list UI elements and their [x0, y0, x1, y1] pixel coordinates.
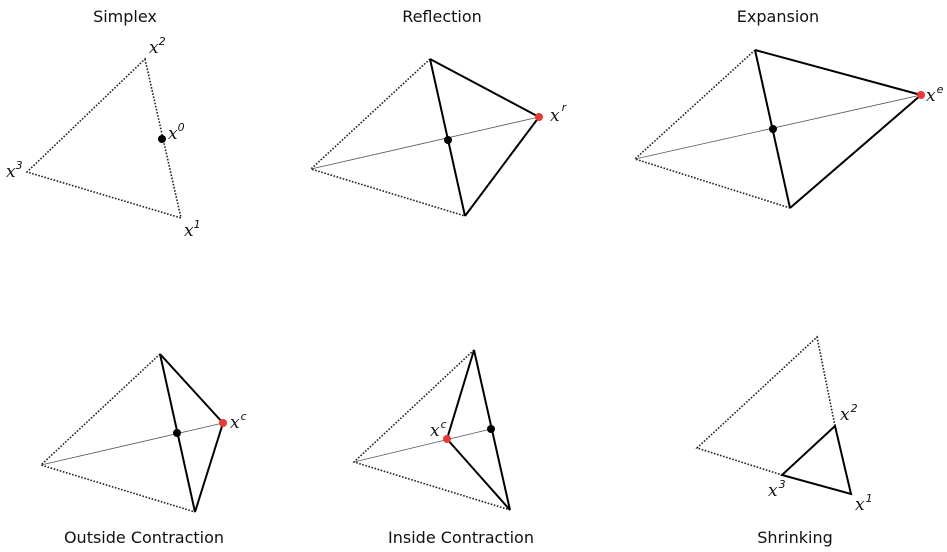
original-edges: [633, 49, 791, 209]
label-x2: x2: [840, 402, 858, 425]
contraction-ray: [353, 428, 492, 463]
centroid-point: [158, 135, 166, 143]
panel-title-expansion: Expansion: [737, 7, 819, 26]
centroid-point: [487, 425, 495, 433]
label-x2: x2: [149, 35, 166, 58]
original-edges: [695, 335, 836, 476]
label-x1: x1: [184, 218, 201, 241]
reflected-edge-top: [429, 58, 540, 118]
simplex-triangle: [25, 57, 183, 220]
panel-title-shrinking: Shrinking: [757, 528, 832, 547]
panel-expansion: Expansion xe: [633, 7, 944, 209]
panel-title-outside-contraction: Outside Contraction: [64, 528, 224, 547]
original-edges: [39, 353, 196, 513]
expanded-edge-bottom: [789, 94, 922, 209]
reflected-edge-bottom: [464, 116, 540, 217]
panel-title-simplex: Simplex: [93, 7, 157, 26]
label-x3: x3: [6, 159, 23, 182]
contracted-edge-top: [159, 353, 224, 424]
reflection-ray: [310, 116, 540, 170]
panel-outside-contraction: Outside Contraction xc: [39, 353, 247, 547]
contracted-edge-top: [446, 349, 475, 440]
contracted-point: [219, 419, 227, 427]
contracted-point: [443, 435, 451, 443]
original-edges: [309, 58, 466, 217]
panel-shrinking: Shrinking x2 x3 x1: [695, 335, 873, 547]
centroid-point: [444, 136, 452, 144]
panel-inside-contraction: Inside Contraction xc: [352, 349, 534, 547]
contraction-ray: [40, 422, 224, 466]
panel-simplex: Simplex x2 x0 x3 x1: [6, 7, 201, 241]
expanded-edge-top: [754, 49, 922, 96]
panel-title-inside-contraction: Inside Contraction: [388, 528, 534, 547]
shrunk-triangle: [780, 424, 853, 496]
contracted-edge-bottom: [194, 422, 224, 513]
label-xc: xc: [230, 410, 247, 433]
label-x0: x0: [168, 121, 185, 144]
reflected-point: [535, 113, 543, 121]
label-x3: x3: [768, 478, 786, 501]
label-x1: x1: [855, 492, 873, 515]
contracted-edge-bottom: [446, 438, 511, 511]
expansion-ray: [634, 94, 922, 160]
panel-title-reflection: Reflection: [402, 7, 482, 26]
centroid-point: [173, 429, 181, 437]
label-xe: xe: [926, 83, 944, 106]
centroid-point: [769, 125, 777, 133]
expanded-point: [917, 91, 925, 99]
label-xc: xc: [430, 418, 447, 441]
